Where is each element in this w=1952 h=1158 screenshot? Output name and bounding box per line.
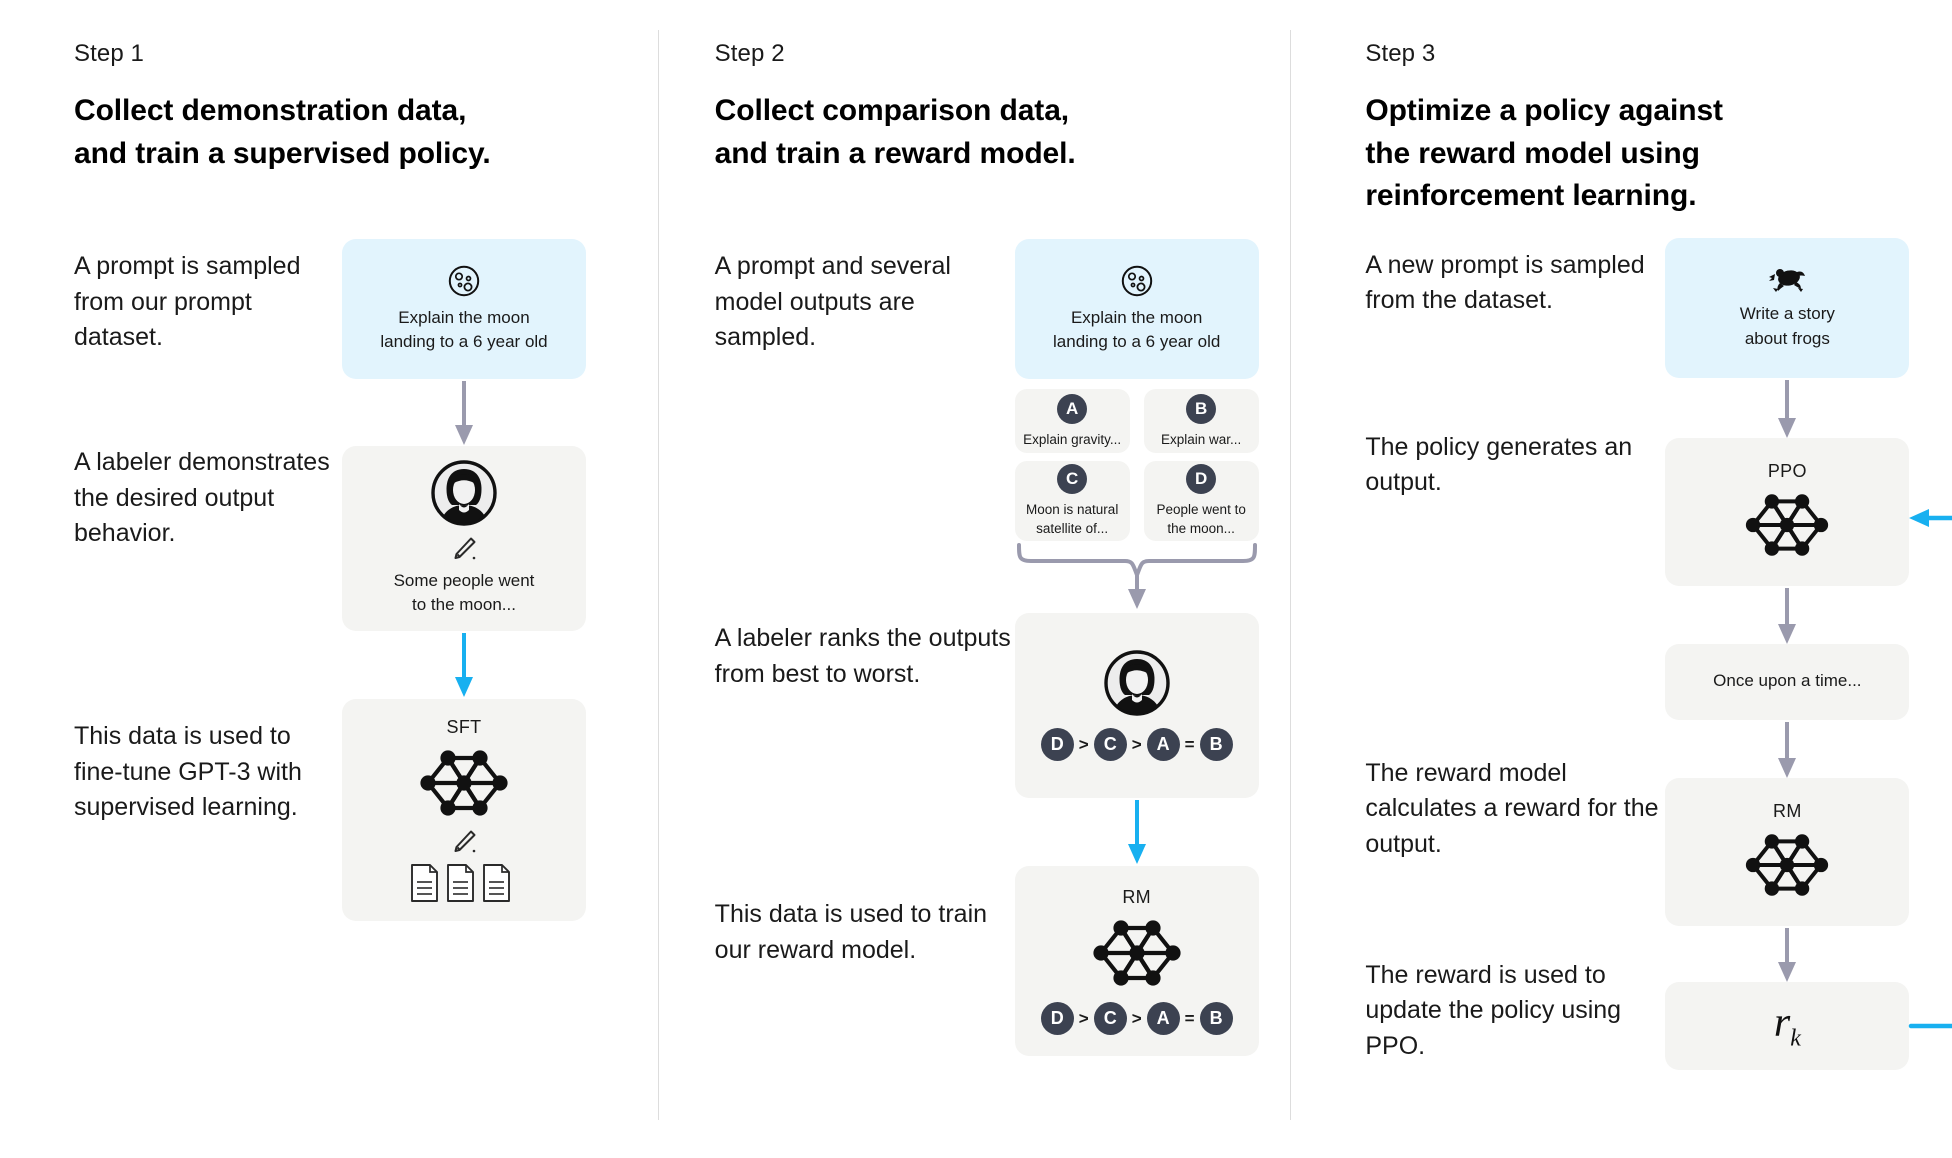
- step-2-brace-arrow: [1015, 543, 1259, 616]
- documents-icon: [409, 862, 519, 904]
- step-3-label: Step 3: [1365, 40, 1436, 67]
- step-3-arrow-2: [1776, 587, 1798, 651]
- moon-icon: [447, 264, 481, 298]
- step-1-desc-2: A labeler demonstrates the desired outpu…: [74, 448, 330, 548]
- rm-rank-badge-c: C: [1093, 1002, 1127, 1036]
- step-2-desc-1: A prompt and several model outputs are s…: [714, 252, 951, 352]
- step-3-output-box[interactable]: Once upon a time...: [1665, 643, 1910, 720]
- step-2-option-d[interactable]: D People went to the moon...: [1143, 461, 1259, 542]
- step-1-sft-caption: SFT: [446, 716, 482, 737]
- step-1-label: Step 1: [74, 40, 144, 67]
- rank-badge-a: A: [1146, 728, 1180, 762]
- step-1-prompt-box[interactable]: Explain the moon landing to a 6 year old: [342, 239, 586, 380]
- step-2-rm-ranking-row: D > C > A = B: [1040, 1002, 1233, 1036]
- step-1-desc-1: A prompt is sampled from our prompt data…: [74, 252, 301, 352]
- neural-network-icon: [411, 744, 517, 822]
- rm-rank-badge-a: A: [1146, 1002, 1180, 1036]
- rank-badge-d: D: [1040, 728, 1074, 762]
- step-3-rm-caption: RM: [1773, 801, 1802, 822]
- step-3-desc-4: The reward is used to update the policy …: [1365, 960, 1622, 1060]
- frog-icon: [1767, 264, 1807, 294]
- rank-badge-c: C: [1093, 728, 1127, 762]
- step-3-reward-box[interactable]: rk: [1665, 981, 1910, 1070]
- step-1-arrow-2: [453, 633, 475, 704]
- step-1-demonstration-text: Some people went to the moon...: [393, 570, 535, 615]
- rank-op-2: >: [1131, 734, 1142, 754]
- option-c-text: Moon is natural satellite of...: [1026, 502, 1119, 536]
- step-3-desc-2: The policy generates an output.: [1365, 432, 1633, 497]
- step-3-rm-box[interactable]: RM: [1665, 777, 1910, 926]
- step-1-column: Step 1 Collect demonstration data, and t…: [0, 0, 651, 1158]
- labeler-avatar-icon: [1103, 650, 1170, 716]
- step-3-title: Optimize a policy against the reward mod…: [1365, 94, 1723, 213]
- neural-network-icon: [1084, 914, 1190, 992]
- moon-icon: [1120, 264, 1154, 298]
- step-1-sft-box[interactable]: SFT: [342, 699, 586, 922]
- option-b-badge: B: [1186, 393, 1217, 424]
- step-2-prompt-text: Explain the moon landing to a 6 year old: [1053, 307, 1221, 352]
- pencil-icon: [450, 535, 478, 563]
- step-2-option-c[interactable]: C Moon is natural satellite of...: [1014, 461, 1130, 542]
- rm-rank-badge-d: D: [1040, 1002, 1074, 1036]
- option-a-text: Explain gravity...: [1023, 431, 1122, 447]
- step-2-ranking-row: D > C > A = B: [1040, 728, 1233, 762]
- step-2-ranking-box[interactable]: D > C > A = B: [1014, 613, 1259, 799]
- step-1-demonstration-box[interactable]: Some people went to the moon...: [342, 446, 586, 632]
- step-2-rm-box[interactable]: RM: [1014, 866, 1259, 1057]
- step-2-rm-caption: RM: [1122, 887, 1151, 908]
- step-2-title: Collect comparison data, and train a rew…: [714, 94, 1076, 170]
- rm-rank-op-3: =: [1184, 1008, 1195, 1028]
- step-1-prompt-text: Explain the moon landing to a 6 year old: [380, 307, 548, 352]
- step-3-column: Step 3 Optimize a policy against the rew…: [1301, 0, 1952, 1158]
- rm-rank-op-2: >: [1131, 1008, 1142, 1028]
- step-2-option-b[interactable]: B Explain war...: [1143, 389, 1259, 454]
- step-1-title: Collect demonstration data, and train a …: [74, 94, 491, 170]
- rm-rank-badge-b: B: [1199, 1002, 1233, 1036]
- step-2-prompt-box[interactable]: Explain the moon landing to a 6 year old: [1014, 239, 1259, 380]
- neural-network-icon: [1737, 488, 1837, 562]
- step-2-desc-3: This data is used to train our reward mo…: [714, 900, 988, 964]
- step-1-arrow-1: [453, 381, 475, 452]
- labeler-avatar-icon: [431, 459, 497, 526]
- step-3-arrow-3: [1776, 721, 1798, 785]
- reward-symbol: rk: [1773, 1000, 1801, 1052]
- column-divider-1: [658, 30, 659, 1120]
- rank-op-3: =: [1184, 734, 1195, 754]
- option-d-text: People went to the moon...: [1156, 502, 1246, 536]
- step-3-arrow-4: [1776, 927, 1798, 989]
- step-2-label: Step 2: [714, 40, 785, 67]
- step-3-prompt-box[interactable]: Write a story about frogs: [1665, 237, 1910, 378]
- step-1-desc-3: This data is used to fine-tune GPT-3 wit…: [74, 722, 302, 822]
- step-3-ppo-box[interactable]: PPO: [1665, 437, 1910, 586]
- step-2-arrow-blue: [1126, 800, 1148, 871]
- step-3-prompt-text: Write a story about frogs: [1739, 304, 1835, 348]
- step-3-output-text: Once upon a time...: [1713, 671, 1862, 691]
- option-c-badge: C: [1057, 464, 1088, 495]
- column-divider-2: [1290, 30, 1291, 1120]
- option-b-text: Explain war...: [1161, 431, 1242, 447]
- step-3-ppo-caption: PPO: [1767, 461, 1807, 482]
- option-a-badge: A: [1057, 393, 1088, 424]
- step-2-column: Step 2 Collect comparison data, and trai…: [651, 0, 1302, 1158]
- step-2-desc-2: A labeler ranks the outputs from best to…: [714, 624, 1011, 688]
- rank-op-1: >: [1078, 734, 1089, 754]
- rank-badge-b: B: [1199, 728, 1233, 762]
- step-3-desc-3: The reward model calculates a reward for…: [1365, 758, 1659, 858]
- step-2-option-a[interactable]: A Explain gravity...: [1014, 389, 1130, 454]
- neural-network-icon: [1737, 828, 1837, 902]
- option-d-badge: D: [1186, 464, 1217, 495]
- rm-rank-op-1: >: [1078, 1008, 1089, 1028]
- step-3-desc-1: A new prompt is sampled from the dataset…: [1365, 250, 1645, 315]
- step-3-arrow-1: [1776, 379, 1798, 445]
- pencil-icon: [450, 828, 478, 856]
